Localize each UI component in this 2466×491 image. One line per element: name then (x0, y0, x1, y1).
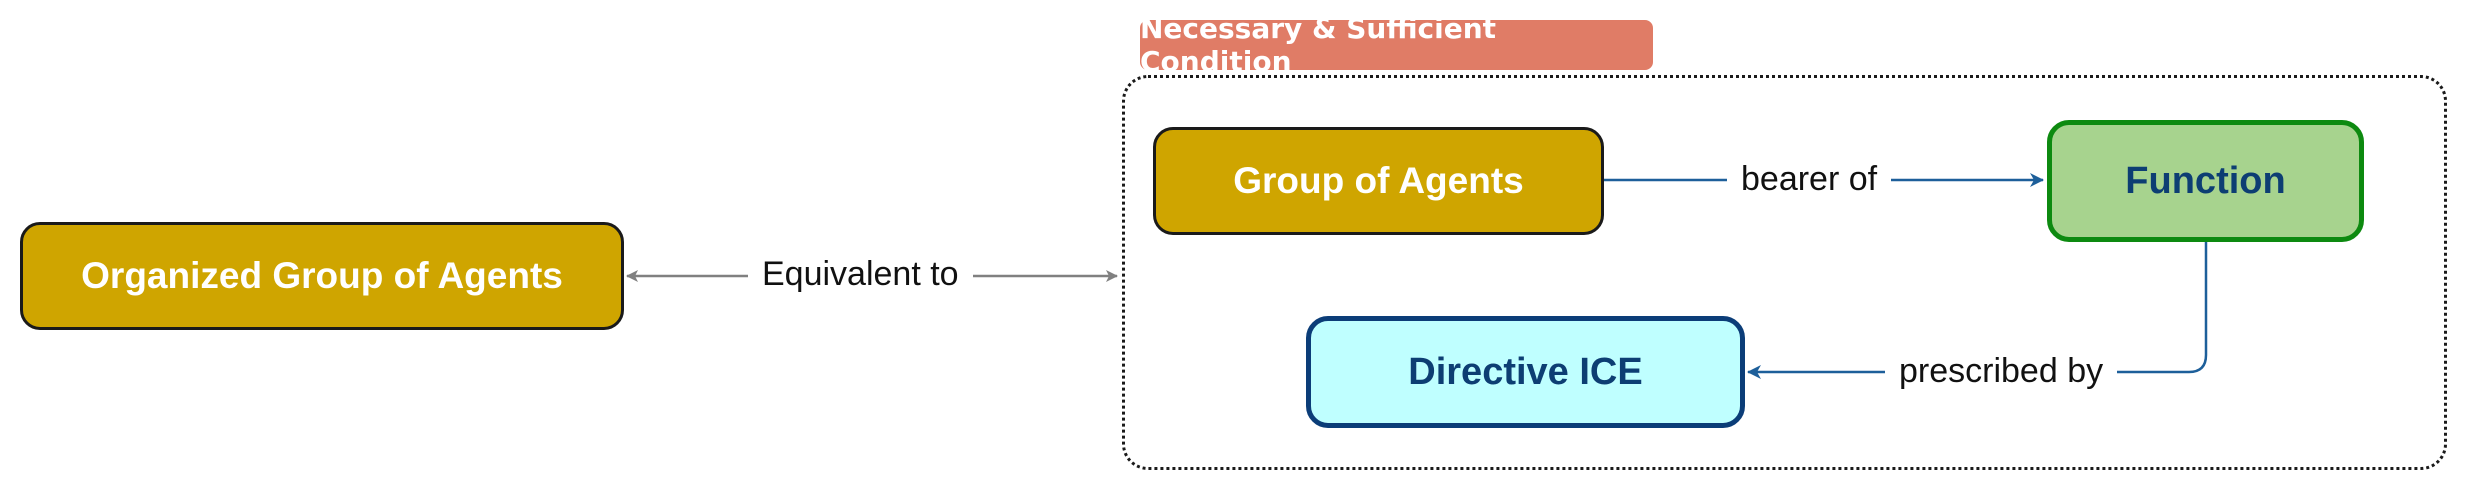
node-directive-ice[interactable]: Directive ICE (1306, 316, 1745, 428)
node-label: Function (2125, 159, 2286, 202)
node-label: Directive ICE (1408, 350, 1643, 393)
node-label: Group of Agents (1233, 160, 1524, 201)
node-organized-group-of-agents[interactable]: Organized Group of Agents (20, 222, 624, 330)
prescribed-by-arrow (1747, 240, 2208, 379)
edge-label-prescribed-by: prescribed by (1885, 352, 2118, 391)
node-label: Organized Group of Agents (81, 255, 563, 296)
edge-label-bearer-of: bearer of (1727, 160, 1892, 199)
node-function[interactable]: Function (2047, 120, 2364, 242)
node-group-of-agents[interactable]: Group of Agents (1153, 127, 1604, 235)
edge-label-equivalent: Equivalent to (748, 255, 973, 294)
condition-group-label: Necessary & Sufficient Condition (1140, 12, 1653, 78)
condition-group-box (1122, 75, 2447, 470)
